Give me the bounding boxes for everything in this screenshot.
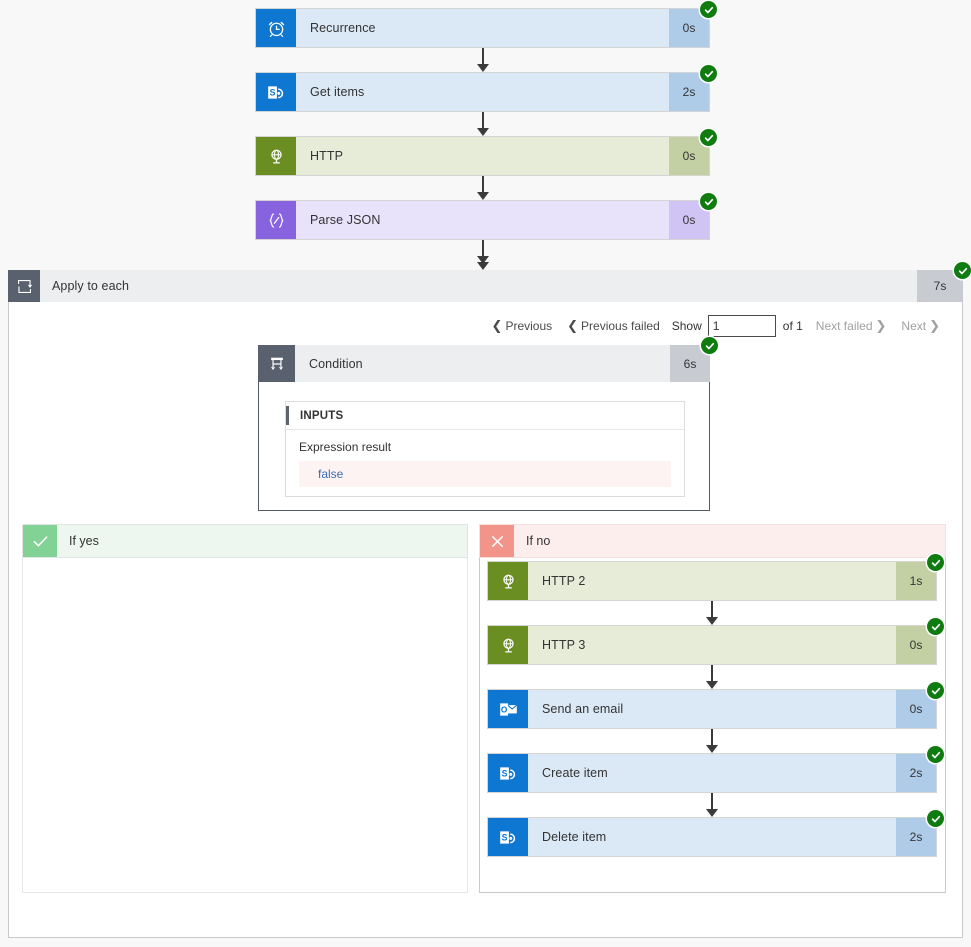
action-title: Recurrence (296, 9, 669, 47)
status-badge-success (927, 810, 944, 827)
branch-if-no-label: If no (514, 525, 945, 557)
previous-failed-button[interactable]: ❮ Previous failed (558, 318, 666, 334)
action-duration: 1s (896, 562, 936, 600)
condition-inputs-panel: INPUTS Expression result false (285, 401, 685, 497)
connector-line (481, 176, 484, 193)
connector-arrowhead (476, 262, 489, 270)
page-number-input[interactable] (707, 315, 776, 337)
connector-line (481, 48, 484, 65)
show-label: Show (671, 319, 702, 333)
connector-arrowhead (706, 681, 718, 689)
expression-result-value-box: false (299, 461, 671, 487)
action-title: HTTP 3 (528, 626, 896, 664)
globe-icon (488, 562, 528, 600)
inputs-header: INPUTS (286, 402, 684, 430)
expression-result-label: Expression result (299, 440, 392, 454)
branch-if-no-header[interactable]: If no (479, 524, 946, 558)
branch-if-yes-header[interactable]: If yes (22, 524, 468, 558)
action-title: Send an email (528, 690, 896, 728)
next-button[interactable]: Next ❯ (895, 318, 949, 334)
expression-result-value: false (318, 467, 344, 481)
status-badge-success (927, 746, 944, 763)
action-title: HTTP (296, 137, 669, 175)
sharepoint-icon: S (488, 754, 528, 792)
connector-line (481, 240, 484, 263)
previous-failed-label: Previous failed (581, 319, 660, 333)
loop-icon (8, 270, 40, 302)
connector-line (711, 793, 713, 810)
condition-icon (258, 345, 295, 382)
connector-arrowhead (706, 745, 718, 753)
globe-icon (488, 626, 528, 664)
status-badge-success (700, 129, 717, 146)
apply-to-each-card[interactable]: Apply to each 7s (8, 262, 971, 302)
sharepoint-icon: S (256, 73, 296, 111)
connector-line (711, 601, 713, 618)
pagination-controls: ❮ Previous ❮ Previous failed Show of 1 N… (483, 315, 949, 337)
previous-label: Previous (505, 319, 553, 333)
status-badge-success (954, 262, 971, 279)
action-title: Create item (528, 754, 896, 792)
chevron-left-icon: ❮ (567, 318, 579, 333)
svg-text:O: O (500, 704, 507, 714)
svg-text:S: S (501, 768, 507, 778)
connector-line (711, 729, 713, 746)
status-badge-success (700, 1, 717, 18)
connector-line (481, 112, 484, 129)
status-badge-success (700, 65, 717, 82)
connector-arrowhead (476, 128, 489, 136)
branch-if-yes-body (22, 558, 468, 893)
connector-arrowhead (706, 617, 718, 625)
status-badge-success (927, 682, 944, 699)
cross-icon (480, 525, 514, 557)
svg-text:S: S (269, 87, 275, 97)
inputs-header-label: INPUTS (300, 409, 344, 422)
action-title: Delete item (528, 818, 896, 856)
chevron-left-icon: ❮ (491, 318, 503, 333)
next-failed-label: Next failed (815, 319, 873, 333)
connector-arrowhead (706, 809, 718, 817)
outlook-icon: O (488, 690, 528, 728)
status-badge-success (701, 337, 718, 354)
status-badge-success (927, 554, 944, 571)
condition-card[interactable]: Condition 6s (258, 337, 718, 382)
status-badge-success (927, 618, 944, 635)
chevron-right-icon: ❯ (929, 318, 940, 333)
next-label: Next (901, 319, 927, 333)
next-failed-button[interactable]: Next failed ❯ (810, 318, 896, 334)
alarm-clock-icon (256, 9, 296, 47)
chevron-right-icon: ❯ (875, 318, 887, 333)
status-badge-success (700, 193, 717, 210)
page-count-label: of 1 (782, 319, 803, 333)
previous-button[interactable]: ❮ Previous (483, 318, 559, 334)
branch-if-yes-label: If yes (57, 525, 467, 557)
action-title: Parse JSON (296, 201, 669, 239)
condition-title: Condition (295, 345, 670, 382)
json-braces-icon (256, 201, 296, 239)
action-title: HTTP 2 (528, 562, 896, 600)
connector-arrowhead (476, 192, 489, 200)
connector-line (711, 665, 713, 682)
inputs-body: Expression result false (286, 430, 684, 487)
action-title: Get items (296, 73, 669, 111)
globe-icon (256, 137, 296, 175)
sharepoint-icon: S (488, 818, 528, 856)
check-icon (23, 525, 57, 557)
apply-to-each-title: Apply to each (40, 270, 917, 302)
svg-text:S: S (501, 832, 507, 842)
connector-arrowhead (476, 64, 489, 72)
